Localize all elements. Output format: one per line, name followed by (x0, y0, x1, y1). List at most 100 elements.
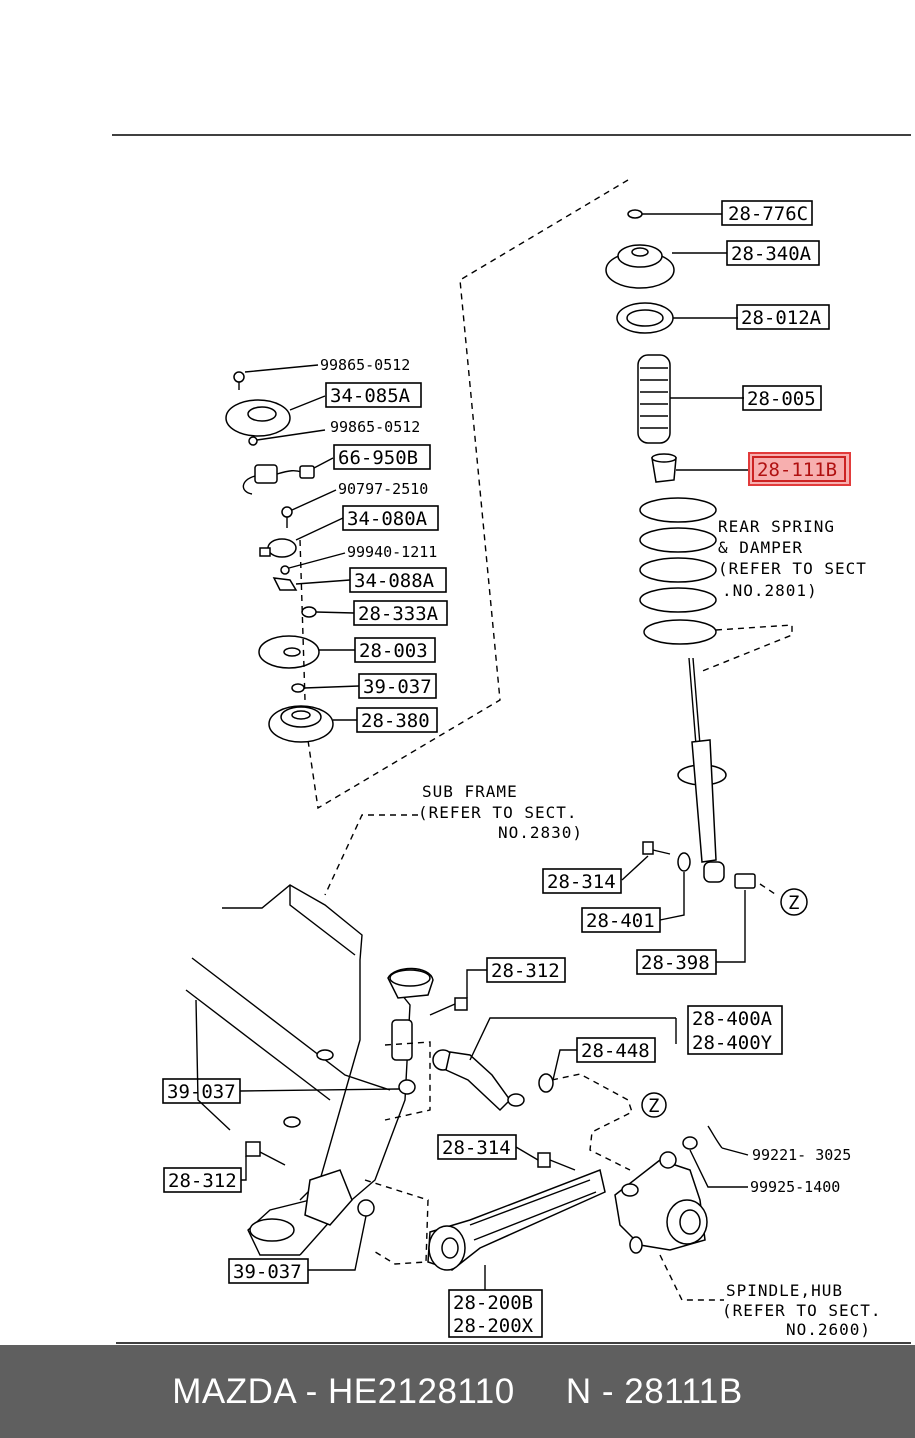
parts-diagram: 28-776C 28-340A 28-012A 28-005 28-111B R… (112, 134, 911, 1344)
callout-28-314-a: 28-314 (542, 868, 622, 894)
spindle-leader (659, 1254, 724, 1301)
label-34-080A: 34-080A (347, 508, 428, 530)
label-99940-1211: 99940-1211 (347, 543, 437, 561)
nut-28-776C (627, 209, 722, 219)
center-axis-left (299, 539, 306, 701)
link-dashed (551, 1073, 633, 1171)
callout-34-080A: 34-080A (342, 505, 439, 531)
label-28-312-b: 28-312 (168, 1170, 237, 1192)
screw-99865-0512-a (233, 364, 319, 390)
bracket-34-080A (259, 517, 344, 558)
washer-28-401 (659, 852, 691, 921)
spring-leader (699, 624, 793, 673)
callout-28-448: 28-448 (576, 1037, 656, 1063)
footer-part-number: MAZDA - HE2128110 N - 28111B (172, 1371, 743, 1411)
mount-28-340A (605, 244, 727, 289)
callout-28-005: 28-005 (742, 385, 822, 411)
callout-34-085A: 34-085A (325, 382, 422, 408)
arm-28-200B (427, 1168, 606, 1290)
label-28-003: 28-003 (359, 640, 428, 662)
label-34-085A: 34-085A (330, 385, 411, 407)
cover-34-085A (225, 395, 326, 437)
callout-66-950B: 66-950B (333, 444, 431, 470)
callout-39-037-a: 39-037 (358, 673, 437, 699)
circle-z-1: Z (780, 888, 808, 916)
label-28-400Y: 28-400Y (692, 1032, 773, 1054)
note-spring-1: REAR SPRING (718, 517, 835, 536)
callout-28-003: 28-003 (354, 637, 436, 663)
label-28-200B: 28-200B (453, 1292, 533, 1314)
label-28-380: 28-380 (361, 710, 430, 732)
nut-99940-1211 (280, 552, 346, 575)
coil-spring (639, 497, 717, 645)
label-z-2: Z (648, 1095, 659, 1117)
label-39-037-b: 39-037 (167, 1081, 236, 1103)
label-28-005: 28-005 (747, 388, 816, 410)
sub-frame (185, 884, 434, 1256)
label-28-012A: 28-012A (741, 307, 822, 329)
note-spindle-1: SPINDLE,HUB (726, 1281, 843, 1300)
label-28-200X: 28-200X (453, 1315, 534, 1337)
label-28-400A: 28-400A (692, 1008, 773, 1030)
note-spring-3: (REFER TO SECT (718, 559, 867, 578)
callout-39-037-b: 39-037 (162, 1078, 241, 1104)
callout-28-776C: 28-776C (721, 200, 813, 226)
note-spindle-3: NO.2600) (786, 1320, 871, 1339)
circle-z-2: Z (641, 1092, 667, 1118)
note-subframe-1: SUB FRAME (422, 782, 518, 801)
note-spring-2: & DAMPER (718, 538, 803, 557)
label-99865-0512-a: 99865-0512 (320, 356, 410, 374)
group-boundary-dashed (304, 179, 629, 810)
bolt-28-398 (716, 873, 779, 963)
bolt-28-314-b (515, 1146, 576, 1171)
label-34-088A: 34-088A (354, 570, 435, 592)
callout-28-400: 28-400A 28-400Y (687, 1005, 783, 1055)
callout-28-312-a: 28-312 (486, 957, 566, 983)
callout-28-314-b: 28-314 (437, 1134, 517, 1160)
label-99865-0512-b: 99865-0512 (330, 418, 420, 436)
callout-28-398: 28-398 (636, 949, 717, 975)
callout-28-012A: 28-012A (736, 304, 830, 330)
bolt-28-312-b (241, 1141, 286, 1181)
callout-28-380: 28-380 (356, 707, 438, 733)
label-28-340A: 28-340A (731, 243, 812, 265)
callout-34-088A: 34-088A (349, 567, 447, 593)
label-28-398: 28-398 (641, 952, 710, 974)
mount-28-380 (268, 705, 357, 743)
label-39-037-c: 39-037 (233, 1261, 302, 1283)
harness-66-950B (242, 457, 334, 495)
nut-28-333A (301, 606, 355, 618)
bolt-90797-2510 (281, 489, 337, 528)
note-spring-4: .NO.2801) (722, 581, 818, 600)
callout-28-312-b: 28-312 (163, 1167, 242, 1193)
nut-39-037-c (308, 1199, 375, 1271)
link-28-400A (432, 1017, 677, 1112)
label-28-111B: 28-111B (757, 459, 837, 481)
nut-39-037-b (239, 1079, 416, 1095)
spindle-hub (614, 1151, 708, 1254)
bolt-28-314-a (621, 841, 671, 881)
seat-28-012A (616, 302, 738, 334)
nut-39-037-a (291, 683, 360, 693)
label-28-776C: 28-776C (728, 203, 808, 225)
gasket-28-003 (258, 635, 355, 669)
callout-39-037-c: 39-037 (228, 1258, 309, 1284)
subframe-leader (324, 814, 418, 896)
callout-28-111B-highlight: 28-111B (748, 452, 851, 486)
label-28-401: 28-401 (586, 910, 655, 932)
label-99925-1400: 99925-1400 (750, 1178, 840, 1196)
damper (677, 657, 727, 883)
label-28-314-b: 28-314 (442, 1137, 511, 1159)
subframe-lower-dashed (364, 1179, 429, 1265)
boot-28-005 (637, 354, 744, 444)
footer-bar: MAZDA - HE2128110 N - 28111B (0, 1345, 915, 1438)
pin-99221-3025 (707, 1125, 749, 1156)
label-39-037-a: 39-037 (363, 676, 432, 698)
callout-28-340A: 28-340A (726, 240, 820, 266)
callout-28-333A: 28-333A (353, 600, 448, 626)
bolt-28-312-a (429, 969, 487, 1016)
note-subframe-3: NO.2830) (498, 823, 583, 842)
bush-28-448 (538, 1049, 577, 1093)
label-28-448: 28-448 (581, 1040, 650, 1062)
callout-28-401: 28-401 (581, 907, 661, 933)
